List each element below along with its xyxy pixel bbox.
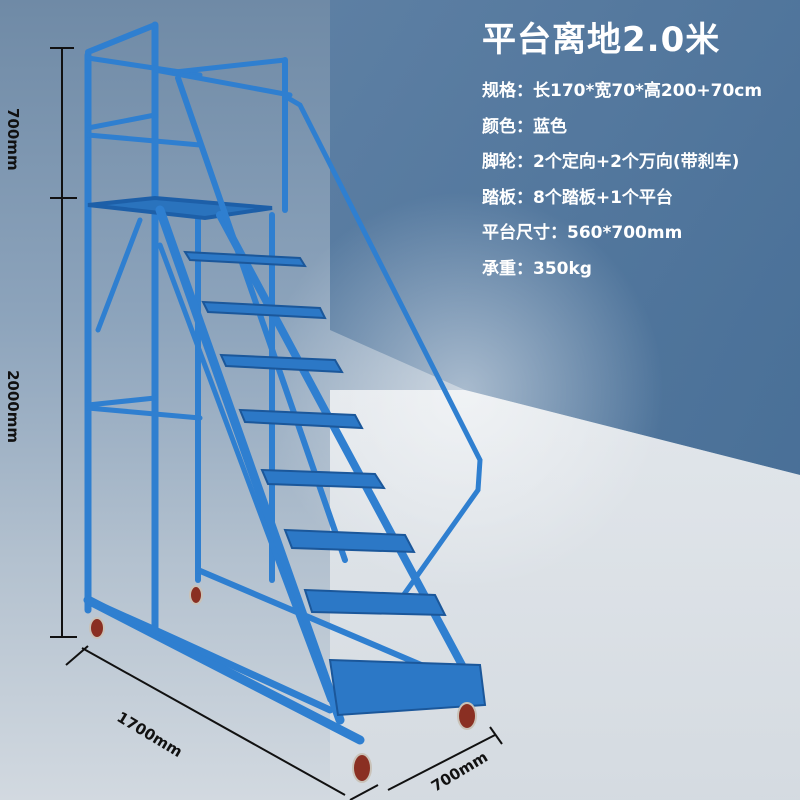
spec-row-color: 颜色：蓝色 [482, 110, 762, 146]
spec-row-steps: 踏板：8个踏板+1个平台 [482, 181, 762, 217]
spec-label: 颜色： [482, 116, 533, 137]
spec-panel: 平台离地2.0米 规格：长170*宽70*高200+70cm 颜色：蓝色 脚轮：… [482, 18, 762, 287]
caster-wheels [89, 585, 477, 783]
product-title: 平台离地2.0米 [482, 20, 721, 60]
spec-row-load: 承重：350kg [482, 252, 762, 288]
platform-height-label: 2000mm [4, 370, 22, 444]
spec-row-platform-size: 平台尺寸：560*700mm [482, 216, 762, 252]
spec-label: 平台尺寸： [482, 223, 567, 243]
spec-label: 踏板： [482, 187, 533, 208]
spec-value: 560*700mm [567, 223, 683, 243]
spec-label: 脚轮： [482, 152, 533, 172]
spec-value: 2个定向+2个万向(带刹车) [533, 152, 740, 172]
spec-label: 规格： [482, 81, 533, 101]
spec-label: 承重： [482, 258, 533, 279]
spec-value: 蓝色 [533, 116, 567, 137]
spec-value: 长170*宽70*高200+70cm [533, 81, 763, 101]
guardrail-height-label: 700mm [4, 108, 22, 171]
spec-value: 8个踏板+1个平台 [533, 187, 673, 208]
spec-row-casters: 脚轮：2个定向+2个万向(带刹车) [482, 145, 762, 181]
spec-row-size: 规格：长170*宽70*高200+70cm [482, 74, 762, 110]
spec-value: 350kg [533, 258, 592, 279]
